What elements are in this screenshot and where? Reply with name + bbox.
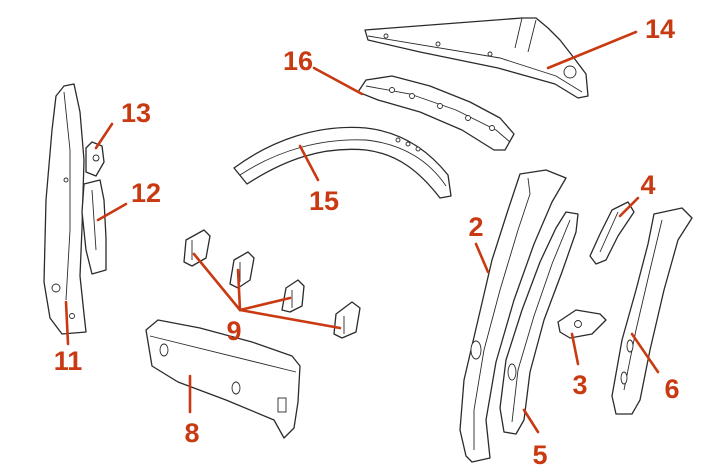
callout-labels: 2 3 4 5 6 8 9 11 12 13 14 15 16 [54,14,680,470]
part-9-brackets [183,229,361,339]
part-2-b-pillar-outer [459,169,567,463]
part-11-left-pillar [43,83,87,335]
callout-6: 6 [664,374,679,404]
callout-14: 14 [645,14,675,44]
callout-12: 12 [131,178,161,208]
callout-15: 15 [309,186,339,216]
leader-lines [64,30,660,434]
callout-8: 8 [184,418,199,448]
leader-12 [96,202,128,222]
callout-9: 9 [226,316,241,346]
part-6-c-pillar [611,207,693,415]
callout-5: 5 [532,440,547,470]
leader-13 [94,122,114,150]
part-8-rocker-panel [145,319,301,439]
callout-16: 16 [283,46,313,76]
part-4-reinforcement [589,201,635,265]
leader-9c [238,296,292,312]
leader-3 [570,332,580,366]
leader-15 [298,144,320,182]
callout-2: 2 [468,212,483,242]
leader-6 [630,332,660,374]
leader-16 [312,66,364,96]
callout-3: 3 [572,370,587,400]
leader-4 [618,196,640,218]
part-15-windshield-header [233,126,452,199]
part-5-b-pillar-inner [499,211,579,435]
leader-9d [238,308,342,330]
leader-11 [64,300,70,346]
leader-5 [522,408,540,434]
part-13-bracket [85,141,105,177]
callout-13: 13 [121,98,151,128]
leader-9b [236,268,242,312]
part-14-roof-side-rail [364,17,589,99]
callout-4: 4 [640,170,655,200]
callout-11: 11 [54,346,83,376]
leader-2 [474,242,490,274]
leader-9a [192,252,242,312]
part-16-roof-inner-rail [357,75,515,151]
part-12-inner-panel [81,179,107,275]
leader-14 [546,30,638,70]
part-3-striker-bracket [557,309,607,339]
